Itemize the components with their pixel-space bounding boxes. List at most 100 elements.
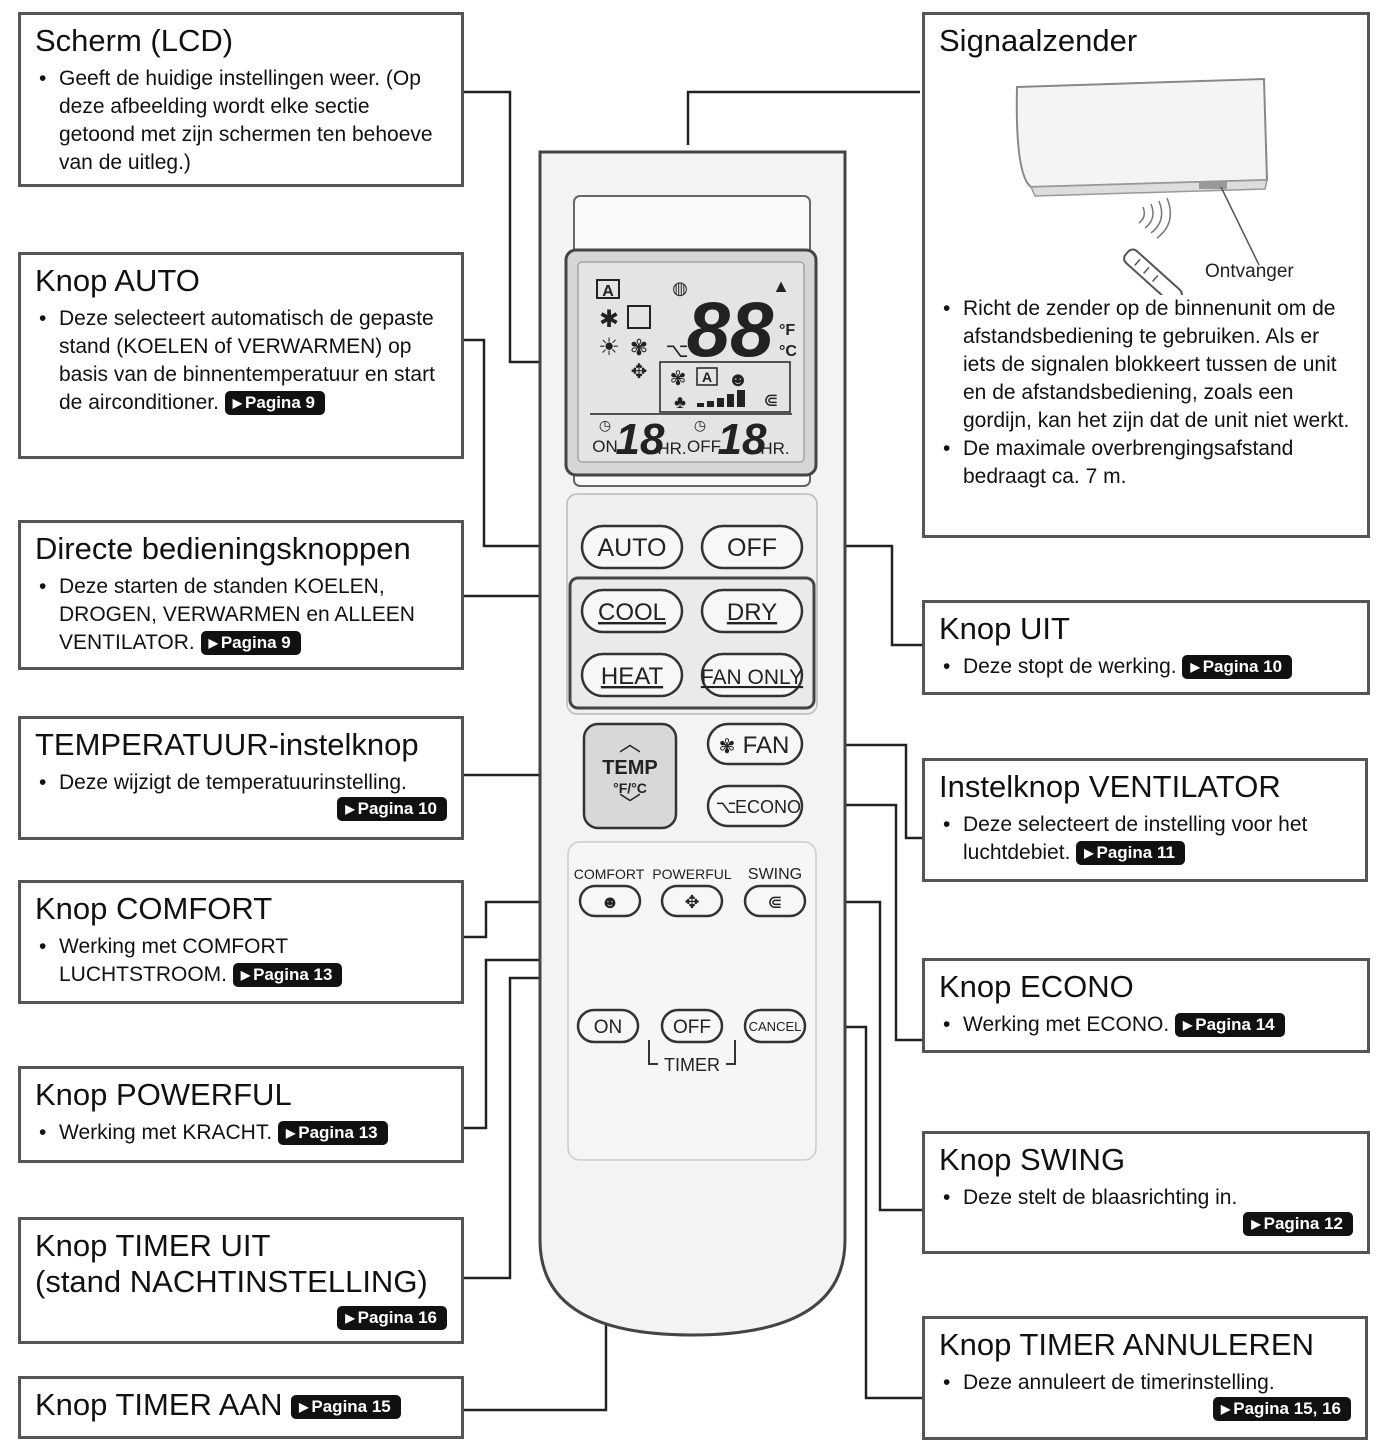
timer-off-button[interactable]: OFF	[660, 1008, 724, 1044]
comfort-icon: ☻	[727, 369, 748, 391]
temp-button[interactable]: ︿ TEMP °F/°C ﹀	[582, 722, 678, 830]
fan-button[interactable]: ✾ FAN	[706, 722, 804, 766]
auto-button[interactable]: AUTO	[580, 524, 684, 570]
econo-box-title: Knop ECONO	[939, 969, 1134, 1004]
cool-button-label: COOL	[598, 599, 666, 626]
dry-icon	[627, 305, 651, 329]
up-arrow-icon: ▲	[772, 276, 790, 296]
sensor-icon: ◍	[672, 278, 688, 298]
clock-off-icon: ◷	[694, 417, 706, 433]
lcd-box: Scherm (LCD) Geeft de huidige instelling…	[18, 12, 464, 187]
uit-box-text: Deze stopt de werking.	[963, 655, 1177, 678]
cancel-box-text: Deze annuleert de timerinstelling.	[939, 1369, 1351, 1397]
econo-box: Knop ECONO Werking met ECONO. Pagina 14	[922, 958, 1370, 1053]
timer-on-page-tag: Pagina 15	[291, 1394, 401, 1419]
small-remote-icon	[1123, 248, 1183, 295]
fan-button-label: FAN	[743, 732, 790, 759]
timer-off-box-title-2: (stand NACHTINSTELLING)	[35, 1264, 428, 1299]
powerful-box-text: Werking met KRACHT.	[59, 1121, 273, 1144]
swing-button[interactable]: ⋐	[743, 884, 807, 918]
lcd-off: OFF	[687, 437, 721, 456]
clock-on-icon: ◷	[599, 417, 611, 433]
fan-box: Instelknop VENTILATOR Deze selecteert de…	[922, 758, 1368, 882]
auto-page-tag: Pagina 9	[224, 391, 325, 416]
auto-box: Knop AUTO Deze selecteert automatisch de…	[18, 252, 464, 459]
tree-icon: ♣	[674, 392, 686, 412]
timer-on-box-title: Knop TIMER AAN	[35, 1387, 283, 1422]
powerful-box: Knop POWERFUL Werking met KRACHT. Pagina…	[18, 1066, 464, 1163]
econo-button[interactable]: ⌥ ECONO	[706, 784, 804, 828]
comfort-button[interactable]: ☻	[578, 884, 642, 918]
timer-off-page-tag: Pagina 16	[337, 1306, 447, 1330]
timer-off-box-title-1: Knop TIMER UIT	[35, 1228, 271, 1263]
comfort-box-text: Werking met COMFORT LUCHTSTROOM.	[59, 935, 288, 986]
auto-box-text: Deze selecteert automatisch de gepaste s…	[59, 307, 435, 414]
uit-box-title: Knop UIT	[939, 611, 1070, 646]
powerful-box-title: Knop POWERFUL	[35, 1077, 292, 1112]
lcd-fan-auto: A	[702, 369, 712, 385]
direct-box: Directe bedieningsknoppen Deze starten d…	[18, 520, 464, 670]
uit-box: Knop UIT Deze stopt de werking. Pagina 1…	[922, 600, 1370, 695]
timer-cancel-label: CANCEL	[749, 1019, 802, 1034]
fan-icon: ✾	[630, 335, 648, 360]
lcd-off-digits: 18	[718, 415, 767, 464]
comfort-box: Knop COMFORT Werking met COMFORT LUCHTST…	[18, 880, 464, 1004]
temp-box: TEMPERATUUR-instelknop Deze wijzigt de t…	[18, 716, 464, 840]
swing-icon: ⋐	[763, 390, 778, 410]
timer-on-button[interactable]: ON	[576, 1008, 640, 1044]
timer-cancel-button[interactable]: CANCEL	[743, 1008, 807, 1044]
sun-icon: ☀	[598, 334, 620, 361]
lcd-auto-symbol: A	[602, 283, 614, 300]
lcd-box-title: Scherm (LCD)	[35, 23, 234, 58]
swing-button-icon: ⋐	[767, 892, 782, 912]
econo-icon: ⌥	[665, 340, 688, 362]
econo-button-label: ECONO	[735, 797, 801, 817]
indoor-unit-illustration: Ontvanger	[1015, 77, 1294, 295]
cool-button[interactable]: COOL	[580, 588, 684, 634]
temp-button-label: TEMP	[602, 757, 658, 779]
econo-page-tag: Pagina 14	[1175, 1013, 1285, 1038]
comfort-page-tag: Pagina 13	[232, 963, 343, 988]
dry-button[interactable]: DRY	[700, 588, 804, 634]
econo-button-icon: ⌥	[716, 797, 737, 817]
signal-box-title: Signaalzender	[939, 23, 1138, 58]
fan-only-button[interactable]: FAN ONLY	[700, 652, 804, 698]
lcd-fan-icon: ✾	[670, 368, 687, 390]
powerful-button-icon: ✥	[684, 892, 699, 912]
timer-off-box: Knop TIMER UIT (stand NACHTINSTELLING) P…	[18, 1217, 464, 1344]
snowflake-icon: ✱	[599, 306, 619, 333]
off-button[interactable]: OFF	[700, 524, 804, 570]
auto-box-title: Knop AUTO	[35, 263, 200, 298]
temp-unit-label: °F/°C	[613, 780, 647, 796]
off-button-label: OFF	[727, 534, 777, 562]
lcd-hr-2: HR.	[760, 439, 789, 458]
fan-box-text: Deze selecteert de instelling voor het l…	[963, 813, 1308, 864]
fan-button-icon: ✾	[719, 736, 736, 758]
heat-button[interactable]: HEAT	[580, 652, 684, 698]
econo-box-text: Werking met ECONO.	[963, 1013, 1170, 1036]
fan-page-tag: Pagina 11	[1076, 841, 1185, 866]
timer-on-box: Knop TIMER AAN Pagina 15	[18, 1376, 464, 1439]
temp-up-icon: ︿	[619, 731, 641, 756]
temp-page-tag: Pagina 10	[337, 797, 447, 821]
comfort-box-title: Knop COMFORT	[35, 891, 273, 926]
swing-box-text: Deze stelt de blaasrichting in.	[939, 1184, 1353, 1212]
powerful-page-tag: Pagina 13	[278, 1121, 388, 1146]
powerful-icon: ✥	[631, 361, 648, 383]
lcd-temperature: 88	[687, 285, 774, 373]
timer-off-label: OFF	[673, 1017, 711, 1038]
dry-button-label: DRY	[727, 599, 777, 626]
signal-waves-icon	[1138, 197, 1172, 239]
fan-box-title: Instelknop VENTILATOR	[939, 769, 1281, 804]
lcd-unit-c: °C	[779, 343, 797, 360]
lcd-unit-f: °F	[779, 322, 795, 339]
temp-box-title: TEMPERATUUR-instelknop	[35, 727, 419, 762]
swing-page-tag: Pagina 12	[1243, 1212, 1353, 1236]
lcd-hr-1: HR.	[657, 439, 686, 458]
lcd-box-text: Geeft de huidige instellingen weer. (Op …	[35, 65, 447, 177]
signal-box-text-2: De maximale overbrengingsafstand bedraag…	[939, 435, 1353, 491]
powerful-button[interactable]: ✥	[660, 884, 724, 918]
lcd-on-digits: 18	[616, 415, 665, 464]
swing-box-title: Knop SWING	[939, 1142, 1126, 1177]
